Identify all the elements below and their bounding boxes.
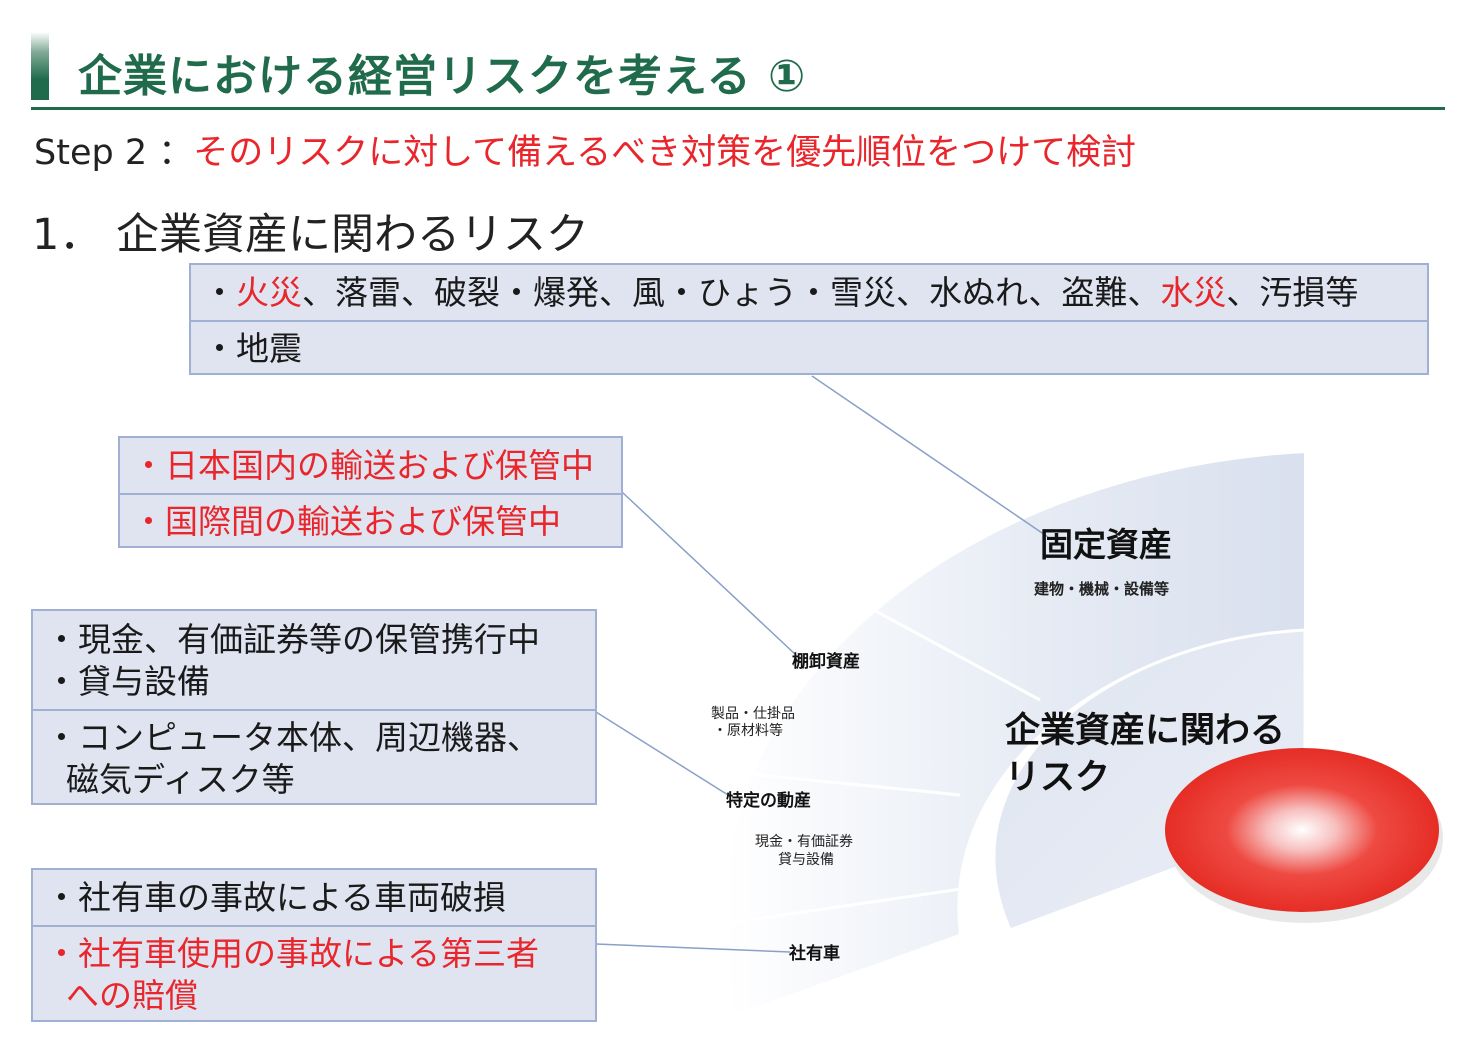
step-text: そのリスクに対して備えるべき対策を優先順位をつけて検討 <box>193 133 1137 173</box>
cash-equipment-risk-row-1: ・現金、有価証券等の保管携行中 ・貸与設備 <box>33 611 595 709</box>
cash-equipment-risk-box: ・現金、有価証券等の保管携行中 ・貸与設備 ・コンピュータ本体、周辺機器、 磁気… <box>31 609 597 805</box>
page-title: 企業における経営リスクを考える ① <box>78 51 807 102</box>
magnetic-disk-text: 磁気ディスク等 <box>45 760 295 799</box>
step-label: Step 2 ： <box>34 133 194 173</box>
transport-risk-row-1: ・日本国内の輸送および保管中 <box>120 438 621 493</box>
third-party-liability-text: ・社有車使用の事故による第三者 <box>45 934 540 973</box>
specific-movables-sub-2: 貸与設備 <box>778 852 834 868</box>
flood-risk: 水災 <box>1160 273 1227 312</box>
connector-vehicles <box>595 943 791 953</box>
inventory-label: 棚卸資産 <box>792 651 860 672</box>
fixed-assets-risk-box: ・火災、落雷、破裂・爆発、風・ひょう・雪災、水ぬれ、盗難、水災、汚損等 ・地震 <box>189 263 1429 375</box>
inventory-sub-1: 製品・仕掛品 <box>711 706 795 722</box>
inventory-sub-2: ・原材料等 <box>713 722 783 739</box>
center-red-disc <box>1165 748 1439 912</box>
center-label-line-1: 企業資産に関わる <box>1005 710 1285 751</box>
section-heading: 1． 企業資産に関わるリスク <box>32 210 590 260</box>
international-transport-text: ・国際間の輸送および保管中 <box>132 502 561 541</box>
transport-risk-box: ・日本国内の輸送および保管中 ・国際間の輸送および保管中 <box>118 436 623 548</box>
connector-inventory <box>621 491 797 656</box>
divider-specific-vehicles <box>679 886 969 932</box>
title-accent-bar <box>31 32 49 100</box>
connector-fixed-assets <box>811 375 1049 538</box>
staining-risk: 、汚損等 <box>1226 273 1359 312</box>
computer-text: ・コンピュータ本体、周辺機器、 <box>45 718 540 757</box>
fixed-assets-sub: 建物・機械・設備等 <box>1034 580 1169 598</box>
cash-equipment-risk-row-2: ・コンピュータ本体、周辺機器、 磁気ディスク等 <box>33 709 595 803</box>
fixed-assets-label: 固定資産 <box>1040 525 1172 564</box>
compensation-text: への賠償 <box>45 976 198 1015</box>
domestic-transport-text: ・日本国内の輸送および保管中 <box>132 446 594 485</box>
loaned-equipment-text: ・貸与設備 <box>45 662 210 701</box>
fixed-assets-risk-row-2: ・地震 <box>191 320 1427 373</box>
transport-risk-row-2: ・国際間の輸送および保管中 <box>120 493 621 546</box>
title-divider <box>31 107 1445 110</box>
connector-specific-movables <box>595 711 729 796</box>
bullet: ・ <box>203 273 236 312</box>
fixed-assets-risk-row-1: ・火災、落雷、破裂・爆発、風・ひょう・雪災、水ぬれ、盗難、水災、汚損等 <box>191 265 1427 320</box>
vehicle-risk-box: ・社有車の事故による車両破損 ・社有車使用の事故による第三者 への賠償 <box>31 868 597 1022</box>
divider-fixed-inventory <box>821 580 1041 702</box>
step-line: Step 2 ：そのリスクに対して備えるべき対策を優先順位をつけて検討 <box>34 124 1136 175</box>
fire-risk: 火災 <box>236 273 302 312</box>
vehicle-risk-row-1: ・社有車の事故による車両破損 <box>45 878 507 917</box>
divider-inventory-specific <box>659 763 961 797</box>
misc-risks: 、落雷、破裂・爆発、風・ひょう・雪災、水ぬれ、盗難、 <box>302 273 1161 312</box>
center-label-line-2: リスク <box>1005 758 1110 798</box>
specific-movables-sub-1: 現金・有価証券 <box>755 834 853 850</box>
vehicles-label: 社有車 <box>788 943 840 964</box>
vehicle-risk-row-2: ・社有車使用の事故による第三者 への賠償 <box>33 925 595 1020</box>
specific-movables-label: 特定の動産 <box>726 790 811 811</box>
inner-sector <box>992 628 1307 932</box>
cash-securities-text: ・現金、有価証券等の保管携行中 <box>45 620 540 659</box>
